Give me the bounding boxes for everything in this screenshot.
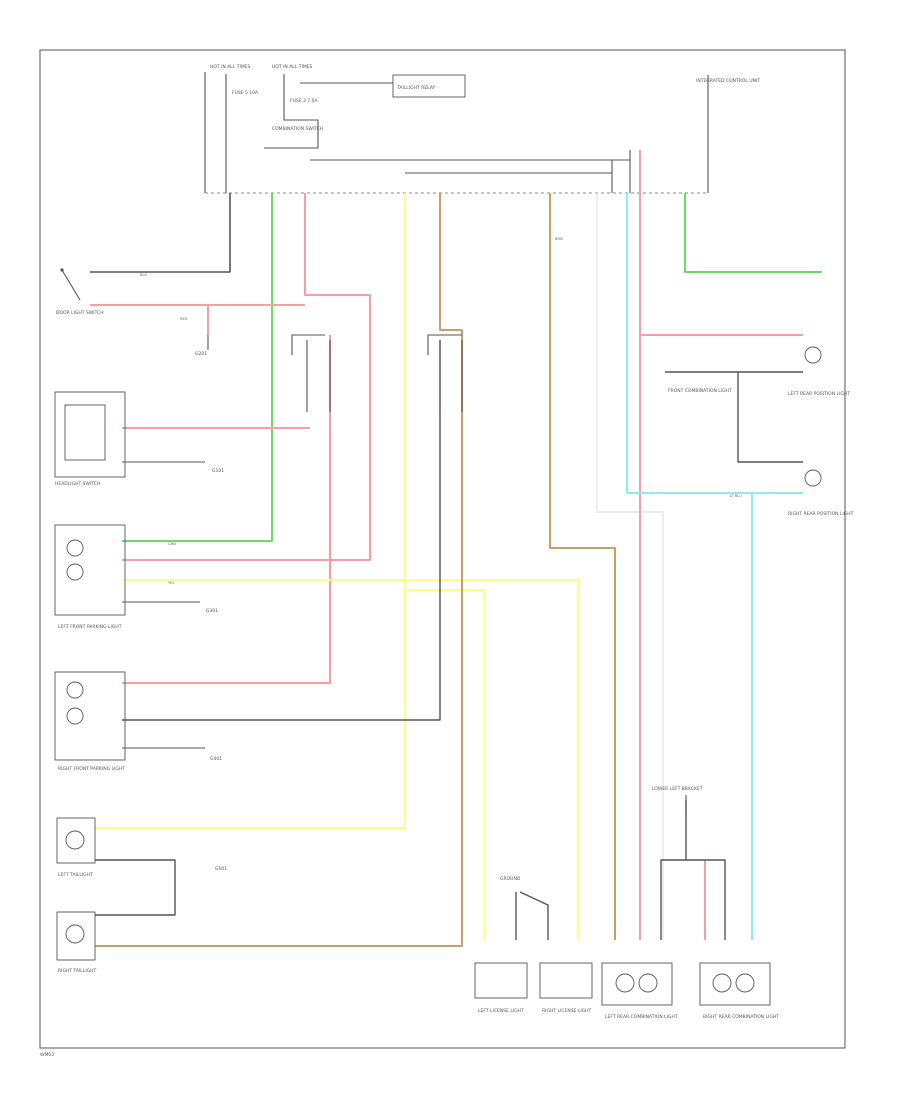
right-rear-position-light: RIGHT REAR POSITION LIGHT bbox=[788, 469, 854, 517]
lower-left-bracket: LOWER LEFT BRACKET bbox=[652, 786, 703, 815]
wire-tan-right-tail bbox=[95, 193, 463, 947]
headlight-switch: HEADLIGHT SWITCH G101 bbox=[54, 391, 224, 487]
ground-label-g1: G101 bbox=[212, 468, 224, 474]
wire-tag-yel-1: YEL bbox=[168, 581, 174, 585]
right-front-parking-label: RIGHT FRONT PARKING LIGHT bbox=[58, 766, 125, 772]
left-front-parking-light: LEFT FRONT PARKING LIGHT G301 bbox=[54, 524, 218, 630]
wire-runs bbox=[90, 150, 822, 947]
wire-blk-license-gnd bbox=[519, 891, 549, 940]
wire-tag-brn-1: BRN bbox=[555, 237, 563, 241]
wire-grn-left-front bbox=[122, 193, 273, 542]
wire-wht bbox=[596, 193, 664, 940]
right-taillight: RIGHT TAILLIGHT bbox=[56, 911, 97, 974]
wire-blk-rear-pos-b bbox=[737, 372, 803, 463]
wire-yel-right-front bbox=[405, 579, 579, 940]
wire-blk-door-switch bbox=[90, 193, 231, 273]
wire-blk-lower-bracket-b bbox=[686, 859, 726, 940]
g201-label: G201 bbox=[195, 351, 207, 357]
wire-yel-left-front bbox=[122, 193, 406, 581]
page-label: WM03 bbox=[40, 1052, 54, 1058]
left-rear-position-light: LEFT REAR POSITION LIGHT FRONT COMBINATI… bbox=[668, 346, 850, 397]
hot-run-label-2: HOT IN ALL TIMES bbox=[272, 64, 313, 70]
right-taillight-label: RIGHT TAILLIGHT bbox=[58, 968, 97, 974]
right-rear-combo-label: RIGHT REAR COMBINATION LIGHT bbox=[703, 1014, 779, 1020]
door-light-switch: DOOR LIGHT SWITCH G201 bbox=[56, 268, 209, 357]
top-power-section: HOT IN ALL TIMES HOT IN ALL TIMES FUSE 5… bbox=[210, 64, 631, 193]
license-lights: GROUND LEFT LICENSE LIGHT RIGHT LICENSE … bbox=[474, 876, 593, 1014]
wire-grn-right bbox=[684, 193, 822, 273]
wire-blk-ground-a bbox=[122, 340, 441, 721]
wire-yel-taillight bbox=[95, 580, 406, 829]
right-license-label: RIGHT LICENSE LIGHT bbox=[542, 1008, 592, 1014]
taillight-relay-label: TAILLIGHT RELAY bbox=[396, 85, 436, 91]
wire-red-main bbox=[122, 193, 371, 561]
left-taillight: LEFT TAILLIGHT bbox=[56, 817, 96, 878]
lower-left-bracket-label: LOWER LEFT BRACKET bbox=[652, 786, 703, 792]
front-combo-label-left: FRONT COMBINATION LIGHT bbox=[668, 388, 732, 394]
wire-tag-blk-1: BLK bbox=[140, 273, 147, 277]
wire-cyan-main bbox=[626, 193, 803, 494]
left-rear-position-label: LEFT REAR POSITION LIGHT bbox=[788, 391, 850, 397]
ground-label-g3: G401 bbox=[210, 756, 222, 762]
right-rear-position-label: RIGHT REAR POSITION LIGHT bbox=[788, 511, 854, 517]
icu-label: INTEGRATED CONTROL UNIT bbox=[696, 78, 760, 84]
ground-label-g2: G301 bbox=[206, 608, 218, 614]
ground-label-g4: G501 bbox=[215, 866, 227, 872]
integrated-control-unit: INTEGRATED CONTROL UNIT bbox=[204, 72, 760, 194]
right-front-parking-light: RIGHT FRONT PARKING LIGHT G401 bbox=[54, 671, 222, 772]
headlight-switch-label: HEADLIGHT SWITCH bbox=[55, 481, 100, 487]
ground-label: GROUND bbox=[500, 876, 521, 882]
left-taillight-label: LEFT TAILLIGHT bbox=[58, 872, 93, 878]
left-front-parking-label: LEFT FRONT PARKING LIGHT bbox=[58, 624, 122, 630]
wire-color-tags: RED GRN YEL BLK BRN LT BLU bbox=[140, 237, 742, 585]
diagram-frame bbox=[39, 49, 846, 1049]
wire-yel-license bbox=[405, 589, 485, 940]
door-light-switch-label: DOOR LIGHT SWITCH bbox=[56, 310, 104, 316]
hot-run-label-1: HOT IN ALL TIMES bbox=[210, 64, 251, 70]
left-license-label: LEFT LICENSE LIGHT bbox=[478, 1008, 524, 1014]
connector-cluster-left bbox=[291, 334, 331, 412]
left-rear-combo-label: LEFT REAR COMBINATION LIGHT bbox=[605, 1014, 678, 1020]
wire-red-rear-pos bbox=[639, 150, 803, 336]
fuse-label-2: FUSE 3 7.5A bbox=[290, 98, 318, 104]
wire-blk-lower-bracket bbox=[660, 800, 687, 940]
wire-red-right-front bbox=[122, 335, 331, 684]
connector-cluster-right bbox=[427, 334, 463, 412]
left-rear-combination-light: LEFT REAR COMBINATION LIGHT bbox=[601, 962, 678, 1020]
wire-tag-grn-1: GRN bbox=[168, 542, 176, 546]
combination-switch-label: COMBINATION SWITCH bbox=[272, 126, 323, 132]
right-rear-combination-light: RIGHT REAR COMBINATION LIGHT bbox=[699, 962, 779, 1020]
wire-tag-red-1: RED bbox=[180, 317, 188, 321]
wire-blk-taillight-gnd bbox=[95, 859, 176, 916]
wire-brn-left-rear bbox=[549, 193, 616, 940]
wire-tag-blu-1: LT BLU bbox=[730, 494, 742, 498]
fuse-label-1: FUSE 5 10A bbox=[232, 90, 259, 96]
